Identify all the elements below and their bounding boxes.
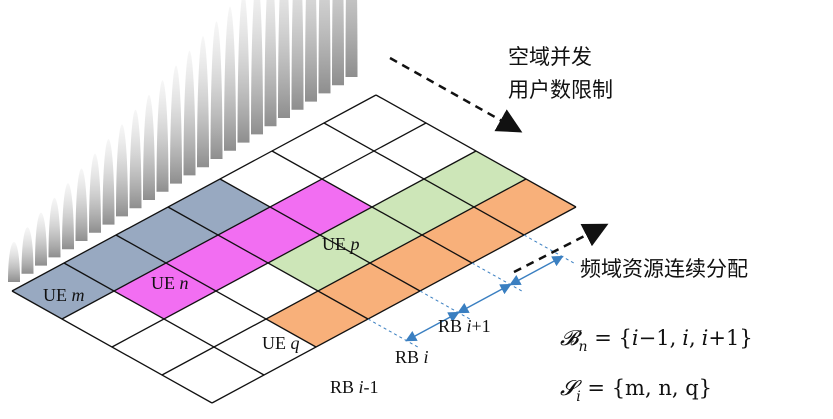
ue-m-label: UE m xyxy=(43,285,85,305)
beam-lobe xyxy=(237,0,250,143)
rb-boundary xyxy=(523,234,576,265)
grid-line xyxy=(211,206,577,404)
rb-span-arrow xyxy=(405,311,460,342)
rb-boundary xyxy=(471,262,524,293)
ue-q-label: UE q xyxy=(262,333,300,353)
rb-label-center: RB i xyxy=(395,347,429,367)
caption-frequency: 频域资源连续分配 xyxy=(580,257,748,281)
spatial-arrow xyxy=(389,56,523,133)
beam-lobe xyxy=(264,0,277,127)
beam-lobe xyxy=(35,212,47,266)
frequency-arrow xyxy=(513,223,609,274)
beam-lobe xyxy=(129,109,142,209)
grid-line xyxy=(111,150,477,348)
rb-span-arrow xyxy=(457,283,512,314)
rb-span-arrow xyxy=(509,255,564,286)
caption-spatial-line1: 空域并发 xyxy=(508,45,592,69)
beam-lobe xyxy=(291,0,304,110)
beam-lobe xyxy=(345,0,358,77)
beam-lobe xyxy=(8,242,20,282)
beam-pattern xyxy=(8,0,358,282)
beam-lobe xyxy=(156,80,169,192)
rb-label-plus1: RB i+1 xyxy=(438,316,491,336)
beam-lobe xyxy=(89,153,101,233)
grid-line xyxy=(61,122,427,320)
beam-lobe xyxy=(224,6,236,151)
beam-lobe xyxy=(278,0,290,118)
formula-s: 𝓢i = {m, n, q} xyxy=(560,376,712,405)
rb-label-minus1: RB i-1 xyxy=(330,377,379,397)
rb-boundary xyxy=(419,290,472,321)
grid-line xyxy=(161,178,527,376)
rb-markers xyxy=(367,234,576,349)
beam-lobe xyxy=(332,0,344,86)
beam-lobe xyxy=(251,0,263,135)
beam-lobe xyxy=(318,0,331,94)
beam-lobe xyxy=(170,65,182,184)
beam-lobe xyxy=(21,227,34,274)
beam-lobe xyxy=(183,50,196,176)
resource-grid xyxy=(11,94,577,404)
rb-boundary xyxy=(367,318,420,349)
beam-lobe xyxy=(210,21,223,159)
ue-p-label: UE p xyxy=(322,234,360,254)
grid-line xyxy=(11,94,377,292)
beam-lobe xyxy=(48,197,61,258)
beam-lobe xyxy=(143,95,155,200)
beam-lobe xyxy=(197,36,209,168)
caption-spatial-line2: 用户数限制 xyxy=(508,78,613,102)
beam-lobe xyxy=(75,168,88,241)
formula-b: 𝓑n = {i−1,i,i+1} xyxy=(560,326,753,355)
beam-lobe xyxy=(102,139,115,225)
beam-lobe xyxy=(62,183,74,250)
ue-n-label: UE n xyxy=(151,273,189,293)
beam-lobe xyxy=(305,0,317,102)
beam-lobe xyxy=(116,124,128,217)
